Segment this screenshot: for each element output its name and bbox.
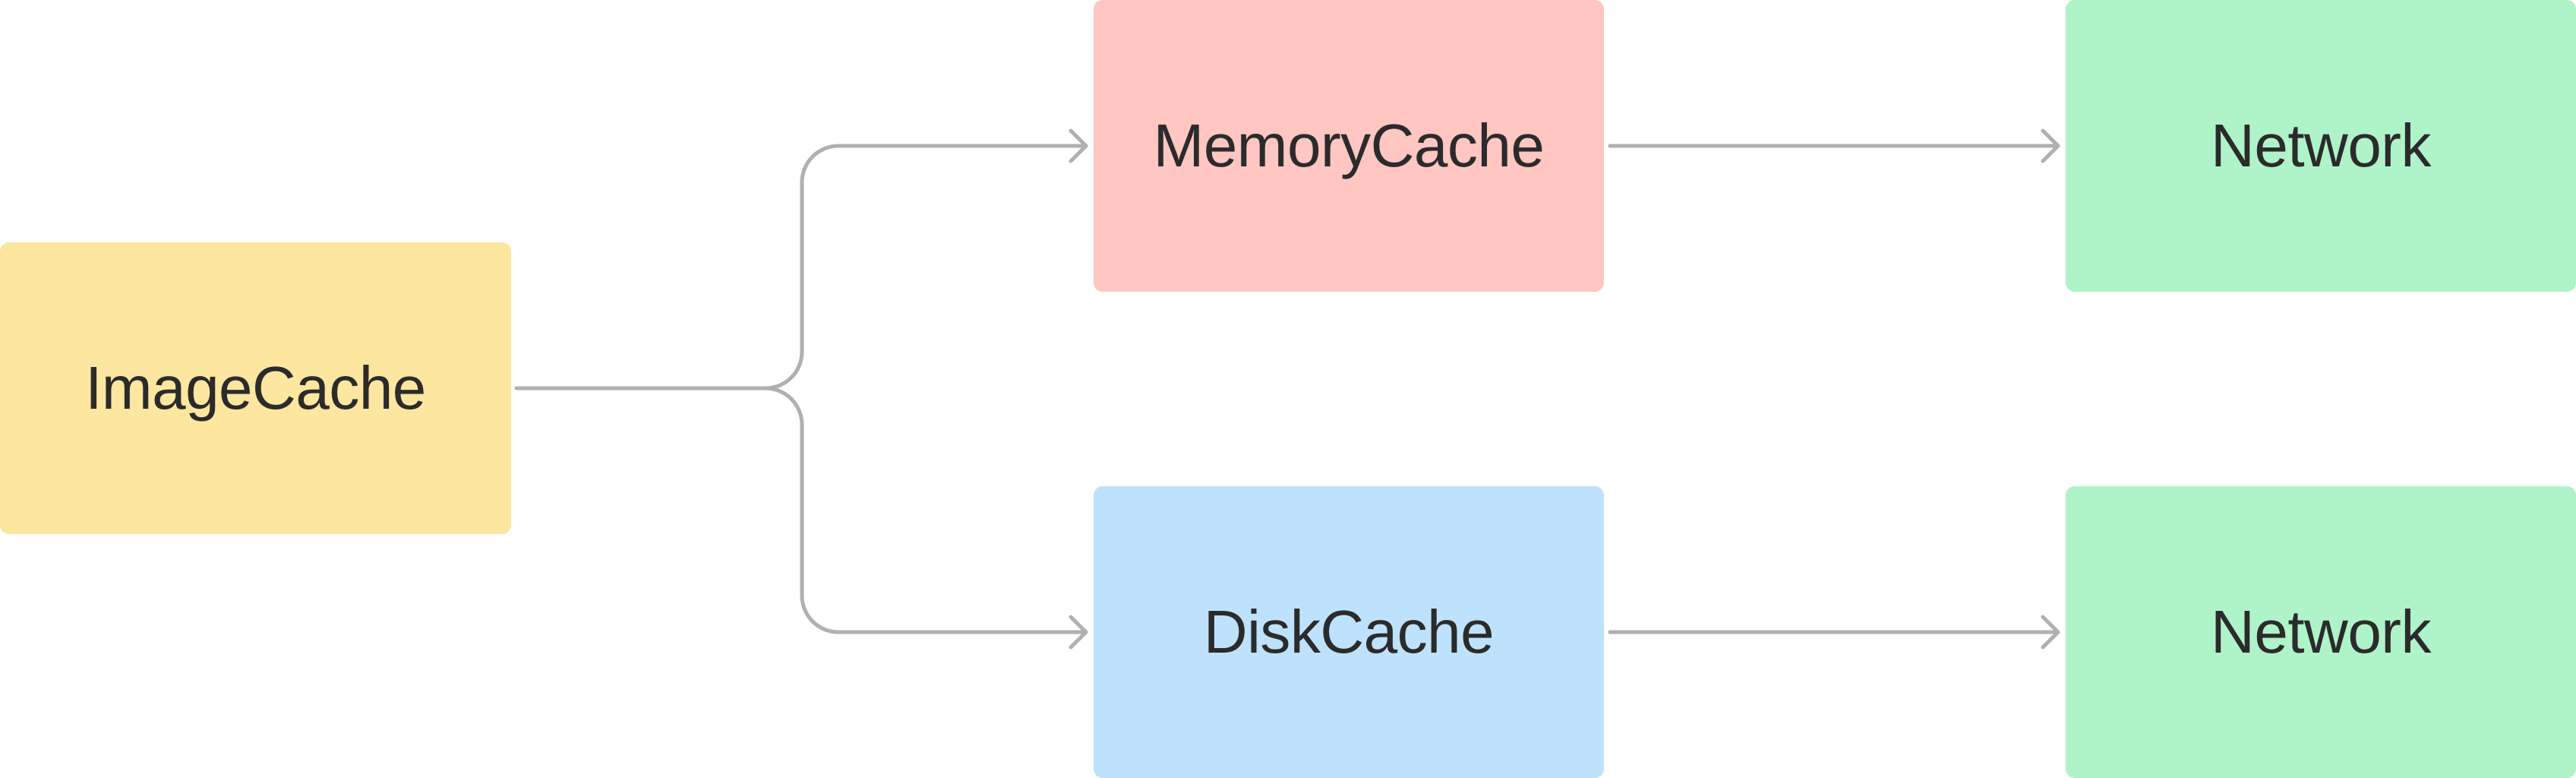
arrowhead-network-top <box>2041 128 2060 163</box>
node-network-bottom: Network <box>2066 486 2576 778</box>
arrowhead-network-bottom <box>2041 615 2060 650</box>
node-memory-cache: MemoryCache <box>1094 0 1604 292</box>
node-label: ImageCache <box>85 354 426 422</box>
node-network-top: Network <box>2066 0 2576 292</box>
arrowhead-diskcache <box>1069 615 1088 650</box>
node-label: Network <box>2211 598 2431 666</box>
node-disk-cache: DiskCache <box>1094 486 1604 778</box>
node-label: DiskCache <box>1203 598 1495 666</box>
arrowhead-memorycache <box>1069 128 1088 163</box>
node-label: Network <box>2211 112 2431 179</box>
edge-imagecache-to-diskcache <box>763 386 1088 634</box>
node-label: MemoryCache <box>1153 112 1545 179</box>
edge-imagecache-to-memorycache <box>514 144 1088 391</box>
node-image-cache: ImageCache <box>0 242 511 534</box>
